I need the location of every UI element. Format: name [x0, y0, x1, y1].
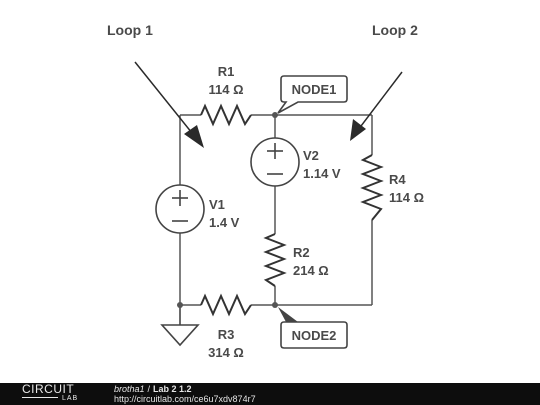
node2-tag[interactable]: NODE2 — [278, 307, 348, 349]
r1-name: R1 — [218, 64, 235, 79]
junction-node1 — [272, 112, 278, 118]
circuit-meta: brotha1/Lab 2 1.2 http://circuitlab.com/… — [114, 384, 256, 404]
circuit-title[interactable]: Lab 2 1.2 — [153, 384, 192, 394]
path-separator: / — [147, 384, 151, 394]
footer-bar: CIRCUIT LAB brotha1/Lab 2 1.2 http://cir… — [0, 383, 540, 405]
resistor-r4[interactable] — [360, 154, 384, 221]
circuit-url[interactable]: http://circuitlab.com/ce6u7xdv874r7 — [114, 394, 256, 404]
v1-value: 1.4 V — [209, 215, 240, 230]
r4-value: 114 Ω — [389, 190, 424, 205]
junction-node2 — [272, 302, 278, 308]
circuit-schematic: Loop 1 Loop 2 — [107, 22, 424, 360]
resistor-r1[interactable] — [200, 103, 252, 127]
author-link[interactable]: brotha1 — [114, 384, 145, 394]
resistor-r3[interactable] — [200, 293, 252, 317]
ground-symbol — [160, 305, 200, 347]
r2-name: R2 — [293, 245, 310, 260]
node2-label: NODE2 — [292, 328, 337, 343]
v1-name: V1 — [209, 197, 225, 212]
v2-name: V2 — [303, 148, 319, 163]
circuitlab-logo[interactable]: CIRCUIT LAB — [22, 382, 94, 404]
voltage-source-v1[interactable] — [155, 184, 205, 234]
r1-value: 114 Ω — [208, 82, 243, 97]
logo-top-text: CIRCUIT — [22, 382, 75, 396]
r3-name: R3 — [218, 327, 235, 342]
voltage-source-v2[interactable] — [250, 137, 300, 187]
r2-value: 214 Ω — [293, 263, 329, 278]
node1-tag[interactable]: NODE1 — [277, 75, 348, 114]
r3-value: 314 Ω — [208, 345, 244, 360]
v2-value: 1.14 V — [303, 166, 341, 181]
logo-underline — [22, 397, 58, 398]
loop2-arrow — [350, 71, 403, 141]
loop2-label: Loop 2 — [372, 22, 418, 38]
node1-label: NODE1 — [292, 82, 337, 97]
loop1-arrow — [134, 61, 204, 148]
loop1-label: Loop 1 — [107, 22, 153, 38]
r4-name: R4 — [389, 172, 406, 187]
logo-bottom-text: LAB — [62, 395, 79, 402]
resistor-r2[interactable] — [263, 233, 287, 287]
